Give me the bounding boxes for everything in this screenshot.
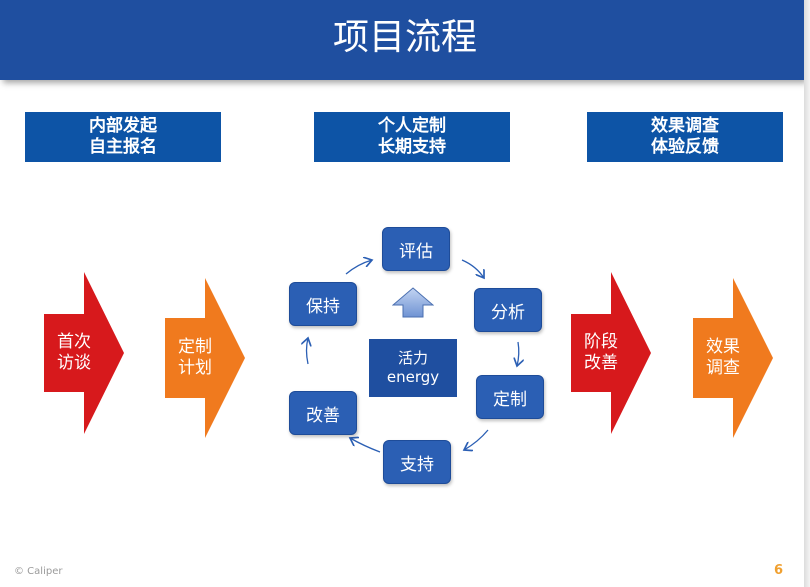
column-header-line2: 自主报名 [89, 137, 157, 157]
arrow-shape-interview [44, 272, 124, 434]
arrow-improve: 阶段 改善 [571, 323, 631, 383]
cycle-connector-arrows [280, 220, 560, 453]
title-banner [0, 0, 810, 80]
arrow-label-line1: 定制 [178, 337, 212, 357]
arrow-shape-improve [571, 272, 651, 434]
arrow-survey: 效果 调查 [693, 328, 753, 388]
center-label-line1: 活力 [397, 349, 428, 367]
column-header-line2: 体验反馈 [651, 137, 719, 157]
arrow-shape-plan [165, 278, 245, 438]
up-arrow-icon [392, 287, 434, 318]
arrow-label-line1: 效果 [706, 337, 740, 357]
column-header-line1: 内部发起 [89, 116, 157, 136]
arrow-interview: 首次 访谈 [44, 323, 104, 383]
column-header-line2: 长期支持 [378, 137, 446, 157]
page-number: 6 [774, 563, 784, 578]
page-title: 项目流程 [332, 17, 477, 58]
column-header-line1: 个人定制 [378, 116, 446, 136]
column-header-initiate: 内部发起 自主报名 [25, 112, 221, 162]
column-header-line1: 效果调查 [651, 116, 719, 136]
arrow-label-line2: 计划 [178, 358, 212, 378]
cycle-node-assess: 评估 [382, 227, 450, 271]
column-header-feedback: 效果调查 体验反馈 [587, 112, 783, 162]
column-header-custom: 个人定制 长期支持 [314, 112, 510, 162]
cycle-node-support: 支持 [383, 440, 451, 484]
arrow-label-line2: 调查 [706, 358, 740, 378]
cycle-node-customize: 定制 [476, 375, 544, 419]
caliper-logo: © Caliper [14, 566, 63, 577]
right-edge-shadow [804, 0, 810, 587]
arrow-label-line1: 首次 [57, 332, 91, 352]
cycle-node-improve: 改善 [289, 391, 357, 435]
cycle-node-analyze: 分析 [474, 288, 542, 332]
center-label-line2: energy [386, 368, 440, 386]
cycle-node-maintain: 保持 [289, 282, 357, 326]
arrow-plan: 定制 计划 [165, 328, 225, 388]
arrow-shape-survey [693, 278, 773, 438]
arrow-label-line2: 访谈 [57, 353, 91, 373]
arrow-label-line1: 阶段 [584, 332, 618, 352]
center-energy-box: 活力 energy [369, 339, 457, 397]
arrow-label-line2: 改善 [584, 353, 618, 373]
